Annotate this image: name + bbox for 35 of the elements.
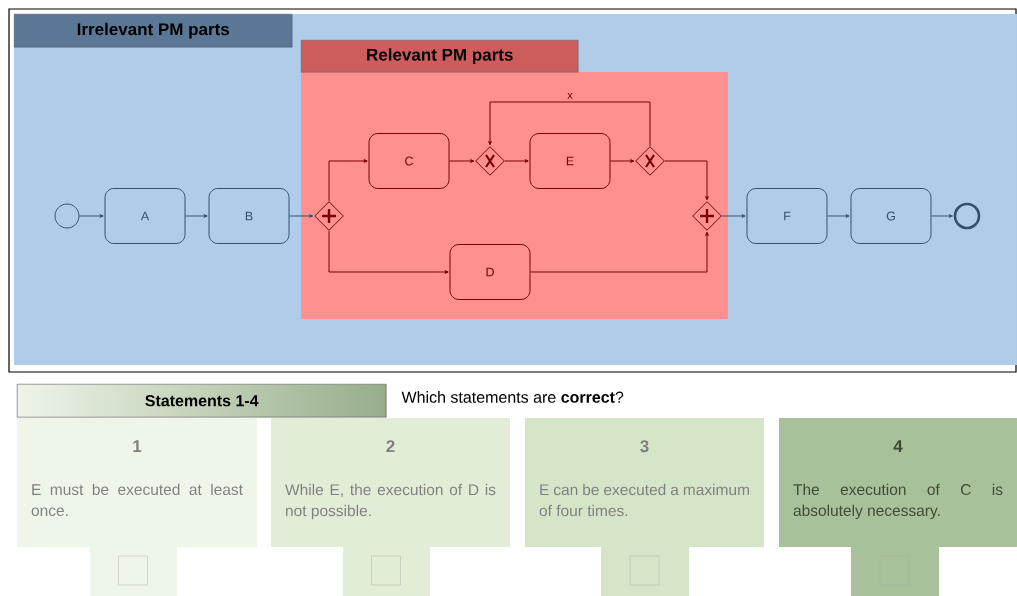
gateway-diamond bbox=[314, 201, 344, 231]
arrow bbox=[931, 214, 953, 218]
arrow bbox=[185, 214, 208, 218]
task-box: E bbox=[529, 133, 611, 189]
statement-card: 2 While E, the execution of D is not possible. bbox=[271, 418, 510, 596]
node-label: Relevant PM parts bbox=[367, 48, 513, 65]
heading-bar: Statements 1-4 bbox=[17, 384, 387, 418]
task-box: C bbox=[368, 133, 450, 189]
question-text: Which statements are correct? bbox=[401, 391, 624, 403]
arrow bbox=[827, 214, 850, 218]
task-box: D bbox=[449, 244, 531, 300]
end-event bbox=[953, 202, 981, 230]
gateway-diamond bbox=[635, 146, 665, 176]
task-box: F bbox=[746, 188, 828, 244]
arrow bbox=[328, 230, 449, 274]
task-box: G bbox=[850, 188, 932, 244]
arrow bbox=[530, 231, 709, 273]
arrow bbox=[504, 159, 529, 163]
arrow bbox=[488, 101, 651, 147]
gateway-diamond bbox=[475, 146, 505, 176]
edge-label: x bbox=[566, 92, 574, 100]
arrow bbox=[664, 160, 709, 201]
arrow bbox=[610, 159, 635, 163]
statement-card: 4 The execution of C is absolutely necessary. bbox=[779, 418, 1017, 596]
arrow bbox=[79, 214, 104, 218]
arrow bbox=[449, 159, 475, 163]
statement-card: 1 E must be executed at least once. bbox=[17, 418, 257, 596]
gateway-diamond bbox=[692, 201, 722, 231]
arrow bbox=[289, 214, 314, 218]
arrow bbox=[328, 159, 368, 202]
statement-card: 3 E can be executed a maximum of four times. bbox=[525, 418, 764, 596]
task-box: A bbox=[104, 188, 186, 244]
task-box: B bbox=[208, 188, 290, 244]
start-event bbox=[54, 203, 80, 229]
arrow bbox=[721, 214, 746, 218]
